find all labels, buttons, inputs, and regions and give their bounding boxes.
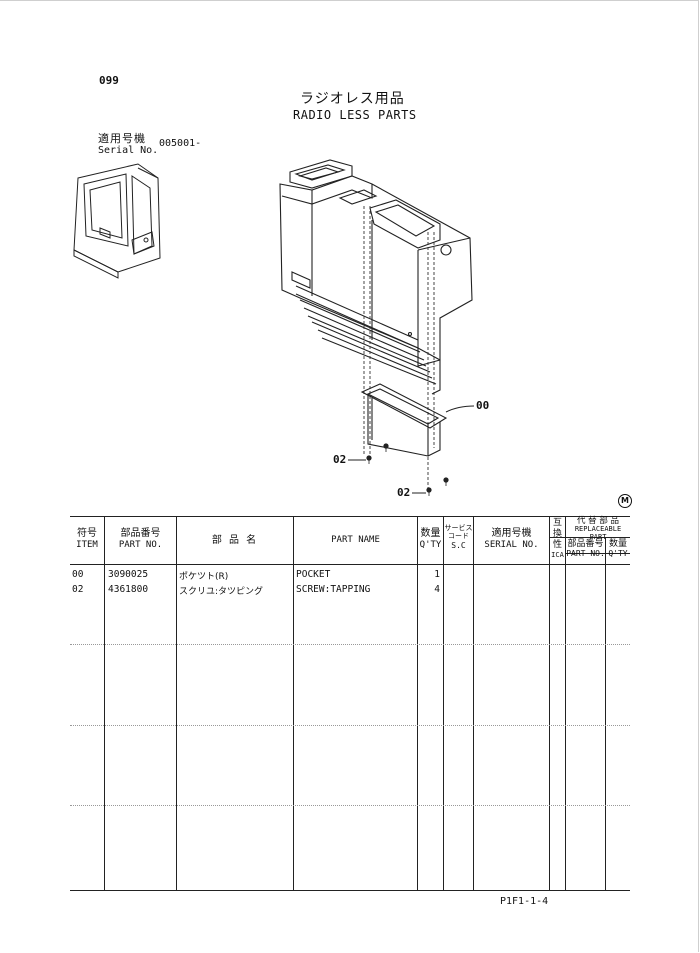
serial-value: 005001- [159, 138, 202, 149]
row-name-en: POCKET [296, 569, 331, 580]
row-item: 00 [72, 569, 84, 580]
pocket-icon [360, 383, 448, 457]
row-item: 02 [72, 584, 84, 595]
parts-table: 符号 ITEM 部品番号 PART NO. 部 品 名 PART NAME 数量… [70, 516, 630, 891]
serial-label-japanese: 適用号機 [98, 132, 146, 145]
row-name-jp: スクリユ:タツピング [179, 587, 264, 597]
footer-page-code: P1F1-1-4 [500, 896, 549, 907]
page-title-english: RADIO LESS PARTS [293, 108, 417, 122]
serial-label-english: Serial No. [98, 145, 159, 156]
callout-item-00: 00 [476, 399, 490, 412]
header-part-name-jp: 部 品 名 [211, 535, 259, 546]
page-title-japanese: ラジオレス用品 [300, 91, 405, 107]
row-qty: 1 [434, 569, 440, 580]
row-name-en: SCREW:TAPPING [296, 584, 371, 595]
header-qty: 数量 Q'TY [419, 528, 442, 550]
header-ica: 互換性 ICA [551, 518, 564, 559]
row-name-jp: ポケツト(R) [179, 572, 229, 582]
screw-icon [366, 443, 449, 496]
header-replaceable-part: 代 替 部 品 REPLACEABLE PART [574, 516, 622, 542]
callout-lines-icon [348, 405, 475, 494]
m-marker-icon: M [618, 494, 632, 508]
cab-thumbnail-icon [73, 163, 161, 279]
header-replaceable-part-no: 部品番号 PART NO. [566, 539, 605, 558]
row-part-no: 4361800 [108, 584, 149, 595]
row-qty: 4 [434, 584, 440, 595]
row-part-no: 3090025 [108, 569, 149, 580]
callout-item-02: 02 [333, 453, 347, 466]
header-part-no: 部品番号 PART NO. [118, 528, 163, 550]
callout-item-02-second: 02 [397, 486, 411, 499]
header-item: 符号 ITEM [76, 528, 98, 550]
header-part-name-en: PART NAME [331, 535, 380, 545]
header-replaceable-qty: 数量 Q'TY [608, 539, 628, 558]
parts-illustration [73, 159, 475, 496]
page-number: 099 [99, 74, 119, 87]
header-service-code: サービス コード S.C [444, 524, 473, 550]
console-body-icon [279, 159, 473, 395]
header-serial-no: 適用号機 SERIAL NO. [484, 528, 539, 550]
